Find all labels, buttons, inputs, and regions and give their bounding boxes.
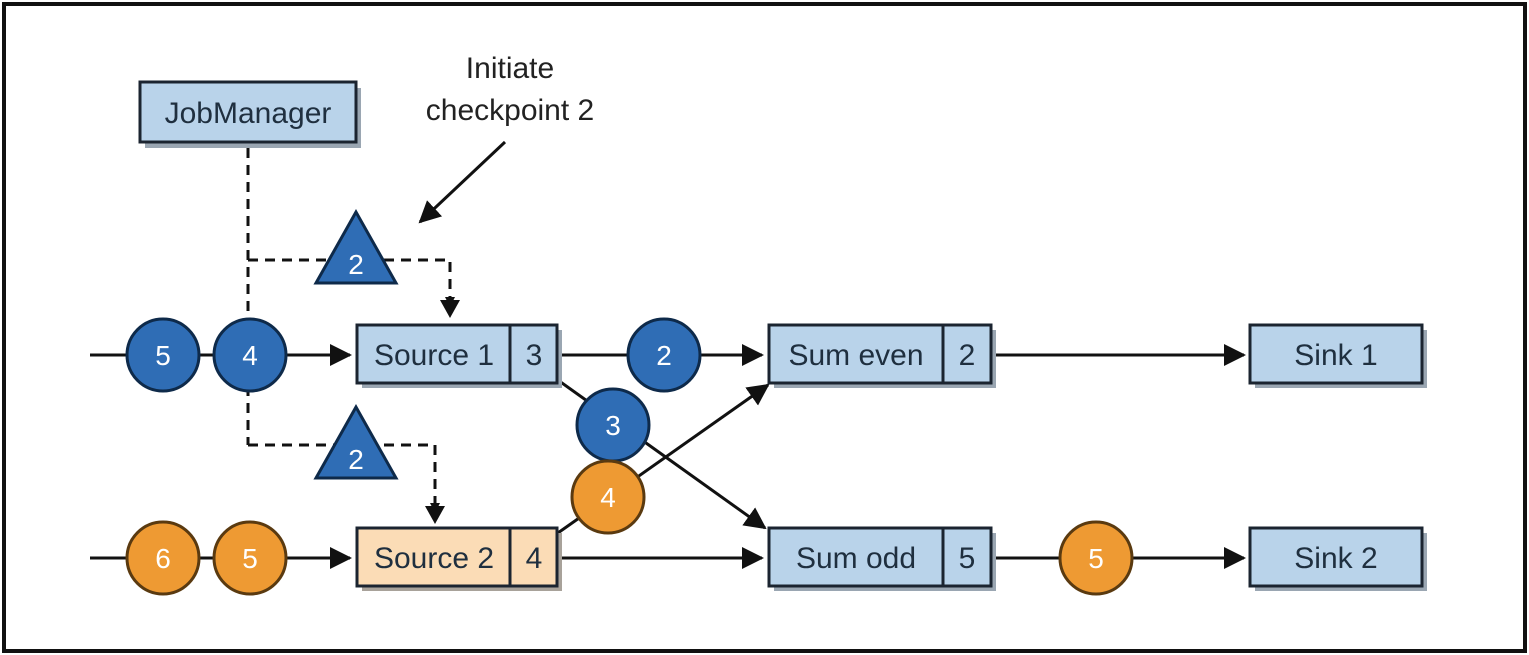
sum-even-box: [767, 323, 993, 385]
sink2-label: Sink 2: [1294, 542, 1377, 575]
source1-state: 3: [526, 339, 543, 372]
record-label: 6: [155, 543, 171, 574]
source1-box: [355, 323, 559, 385]
annotation-line1: Initiate: [466, 52, 554, 85]
record-blue-2: [626, 317, 702, 393]
source1-label: Source 1: [374, 339, 494, 372]
record-label: 5: [155, 340, 171, 371]
sum-odd-box: [767, 526, 993, 588]
record-label: 2: [656, 340, 672, 371]
record-label: 5: [1088, 543, 1104, 574]
barrier-label-source1: 2: [348, 249, 364, 280]
record-orange-6: [125, 520, 201, 596]
sink1-box: [1248, 323, 1424, 385]
record-label: 4: [600, 482, 616, 513]
record-label: 4: [242, 340, 258, 371]
barrier-triangle-icon: [313, 403, 399, 480]
sum-odd-label: Sum odd: [796, 542, 916, 575]
dashed-to-source2: [248, 443, 440, 513]
sink1-label: Sink 1: [1294, 339, 1377, 372]
sink2-box: [1248, 526, 1424, 588]
source2-box: [355, 526, 559, 588]
jobmanager-label: JobManager: [165, 97, 332, 130]
record-orange-5-sink: [1058, 520, 1134, 596]
annotation-arrow: [418, 140, 507, 224]
record-orange-4: [570, 459, 646, 535]
sum-odd-state: 5: [959, 542, 976, 575]
arrowhead-to-source1: [440, 300, 460, 318]
barrier-triangle-icon: [313, 208, 399, 285]
source2-label: Source 2: [374, 542, 494, 575]
sum-even-state: 2: [959, 339, 976, 372]
record-blue-5: [125, 317, 201, 393]
sum-even-label: Sum even: [788, 339, 923, 372]
record-blue-4: [212, 317, 288, 393]
record-label: 5: [242, 543, 258, 574]
record-orange-5: [212, 520, 288, 596]
annotation-line2: checkpoint 2: [426, 94, 594, 127]
barrier-label-source2: 2: [348, 444, 364, 475]
arrowhead-to-source2: [425, 506, 445, 524]
source2-state: 4: [526, 542, 543, 575]
record-label: 3: [605, 410, 621, 441]
jobmanager-box: [138, 80, 358, 144]
